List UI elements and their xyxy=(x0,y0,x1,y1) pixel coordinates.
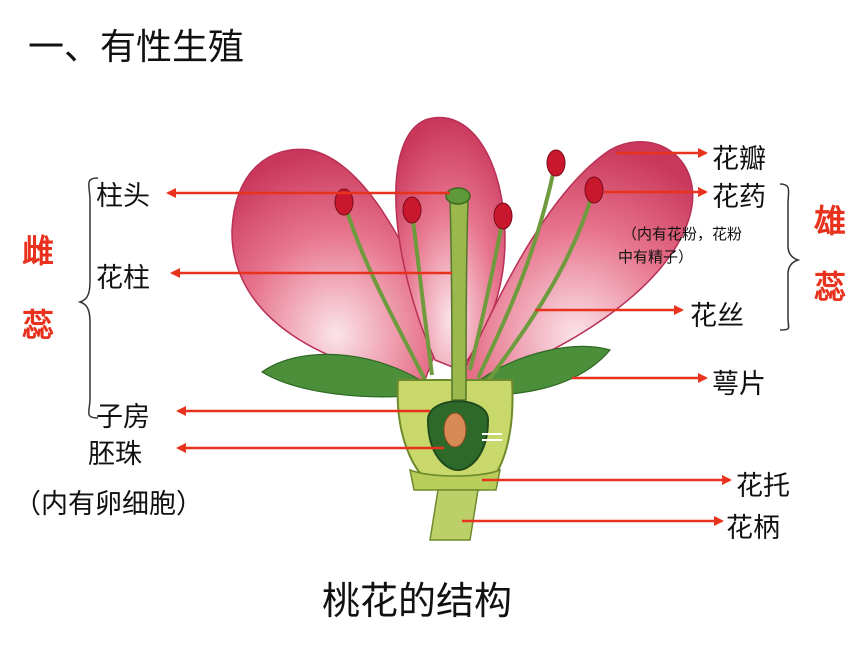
diagram-caption: 桃花的结构 xyxy=(322,579,513,623)
style xyxy=(449,199,469,401)
label-pedicel: 花柄 xyxy=(726,513,780,544)
ovule xyxy=(443,412,467,448)
label-style: 花柱 xyxy=(96,263,150,294)
label-receptacle: 花托 xyxy=(736,471,790,502)
right-arrows xyxy=(462,148,732,526)
label-ovary: 子房 xyxy=(96,402,150,433)
label-anther-note-2: 中有精子） xyxy=(618,248,694,266)
pedicel xyxy=(429,489,479,541)
stigma xyxy=(445,187,471,205)
label-stigma: 柱头 xyxy=(96,181,150,212)
label-sepal: 萼片 xyxy=(712,369,766,400)
label-ovule-note: （内有卵细胞） xyxy=(14,489,203,520)
left-arrows xyxy=(166,188,452,453)
stamen-brace xyxy=(779,183,801,331)
label-stamen-1: 雄 xyxy=(813,202,846,240)
label-pistil-1: 雌 xyxy=(21,232,54,270)
petal-left xyxy=(231,148,441,381)
label-anther-note-1: （内有花粉，花粉 xyxy=(622,225,743,243)
label-stamen-2: 蕊 xyxy=(813,268,846,306)
sepal-left xyxy=(260,353,421,398)
pistil-brace xyxy=(77,177,99,419)
anthers xyxy=(334,149,604,230)
label-petal: 花瓣 xyxy=(712,144,766,175)
label-ovule: 胚珠 xyxy=(88,439,142,470)
label-anther: 花药 xyxy=(712,182,766,213)
label-filament: 花丝 xyxy=(690,301,744,332)
label-pistil-2: 蕊 xyxy=(21,306,54,344)
filaments xyxy=(343,164,595,387)
page-title: 一、有性生殖 xyxy=(28,27,245,68)
petal-right xyxy=(459,141,694,386)
